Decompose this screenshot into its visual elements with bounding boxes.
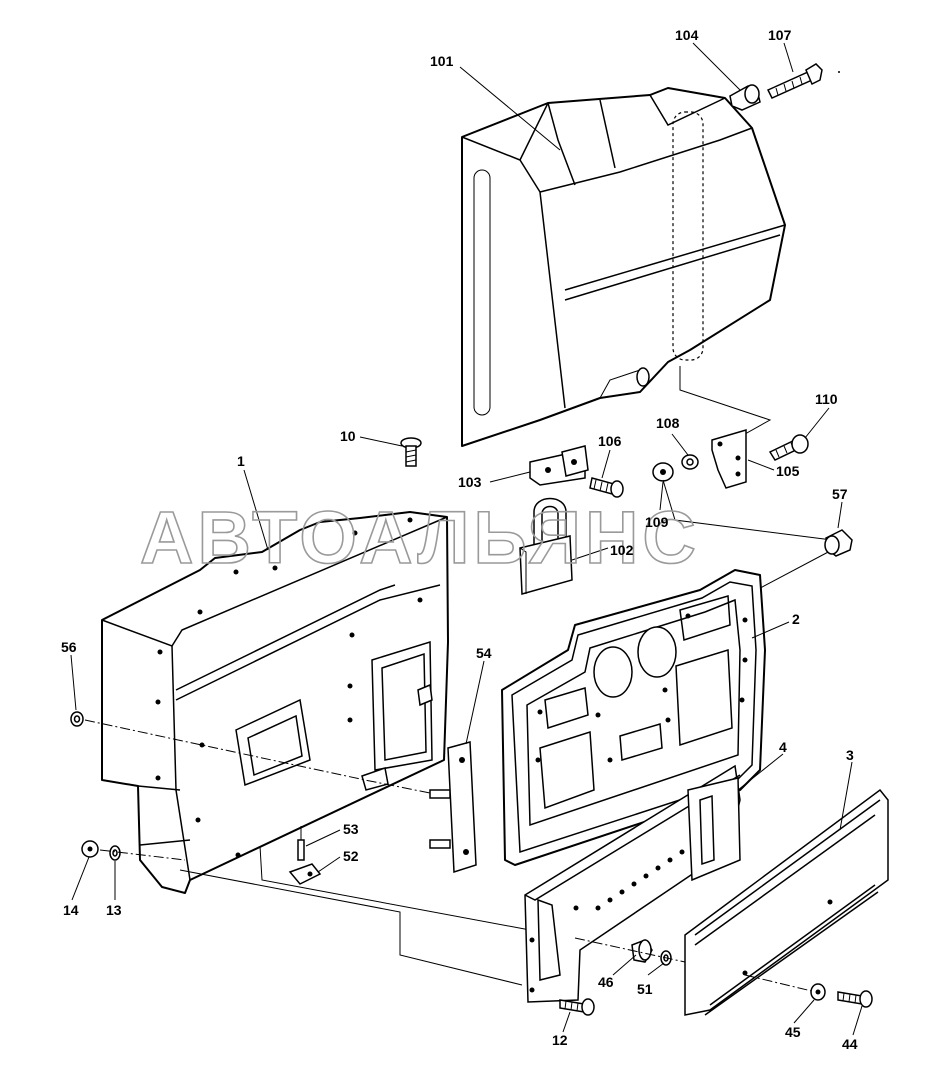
callout-44: 44 <box>842 1036 858 1052</box>
callout-1: 1 <box>237 453 245 469</box>
housing-1 <box>101 511 449 894</box>
callout-104: 104 <box>675 27 699 43</box>
connector-line <box>179 869 523 986</box>
clip-52 <box>288 863 322 885</box>
callout-109: 109 <box>645 514 669 530</box>
centre-line <box>99 849 186 861</box>
connector-line <box>662 479 833 541</box>
callout-12: 12 <box>552 1032 568 1048</box>
callout-107: 107 <box>768 27 792 43</box>
callout-4: 4 <box>779 739 787 755</box>
pin-53 <box>297 826 305 861</box>
cover-plate-3 <box>684 788 889 1016</box>
padlock-102 <box>519 497 573 595</box>
callout-56: 56 <box>61 639 77 655</box>
centre-line <box>574 937 686 963</box>
callout-108: 108 <box>656 415 680 431</box>
leader-lines <box>70 42 863 1036</box>
stud-upper <box>429 789 451 799</box>
centre-line <box>744 974 821 994</box>
callout-46: 46 <box>598 974 614 990</box>
callout-13: 13 <box>106 902 122 918</box>
cover-101 <box>461 87 786 447</box>
screw-44 <box>837 990 873 1008</box>
callout-labels: 101 104 107 10 1 103 106 108 110 105 109… <box>61 27 858 1052</box>
callout-10: 10 <box>340 428 356 444</box>
watermark: АВТОАЛЬЯНС <box>140 496 700 579</box>
washer-108 <box>681 454 699 470</box>
plate-105 <box>711 428 747 489</box>
nut-45 <box>810 983 826 1001</box>
bushing-104 <box>729 84 761 111</box>
nut-14 <box>81 840 99 858</box>
callout-2: 2 <box>792 611 800 627</box>
washer-13 <box>109 845 121 861</box>
callout-102: 102 <box>610 542 634 558</box>
washer-56 <box>70 711 84 727</box>
centre-line <box>84 719 441 796</box>
nut-109 <box>652 462 674 482</box>
callout-110: 110 <box>815 391 838 407</box>
stud-lower <box>429 839 451 849</box>
callout-45: 45 <box>785 1024 801 1040</box>
stray-mark <box>838 71 840 73</box>
bolt-110 <box>768 434 809 461</box>
screw-106 <box>589 477 624 498</box>
bracket-103 <box>529 445 589 486</box>
callout-53: 53 <box>343 821 359 837</box>
callout-54: 54 <box>476 645 492 661</box>
rail-4 <box>524 764 741 1003</box>
callout-52: 52 <box>343 848 359 864</box>
callout-57: 57 <box>832 486 848 502</box>
callout-14: 14 <box>63 902 79 918</box>
callout-105: 105 <box>776 463 800 479</box>
screw-12 <box>559 998 595 1016</box>
connector-line <box>259 845 531 931</box>
bolt-107 <box>766 63 823 99</box>
strip-54 <box>447 741 477 874</box>
screw-10 <box>400 437 422 467</box>
callout-3: 3 <box>846 747 854 763</box>
callout-101: 101 <box>430 53 454 69</box>
callout-51: 51 <box>637 981 653 997</box>
callout-106: 106 <box>598 433 622 449</box>
callout-103: 103 <box>458 474 482 490</box>
sleeve-57 <box>824 529 853 557</box>
